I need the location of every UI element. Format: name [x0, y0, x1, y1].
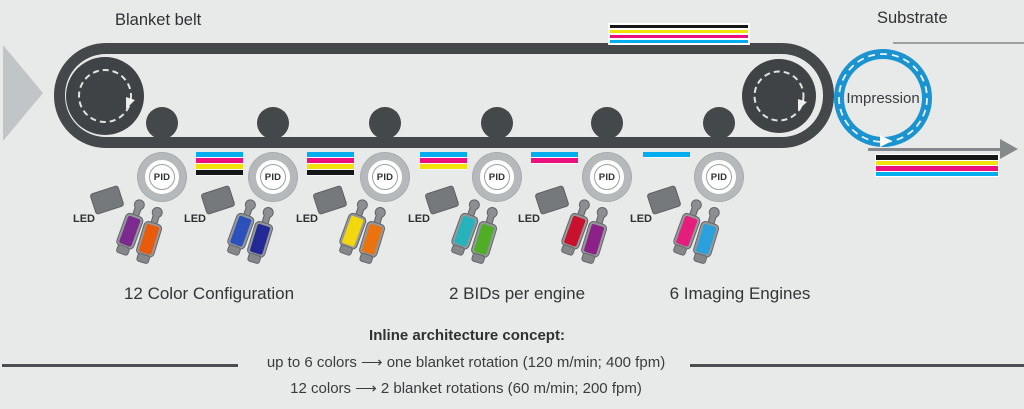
divider-rule-left — [2, 364, 238, 367]
pid-drum: PID — [249, 153, 297, 201]
belt-drum-right — [742, 59, 816, 133]
ink-progress-stripes — [307, 152, 354, 176]
led-unit-icon — [646, 184, 682, 216]
belt-roller — [703, 107, 735, 139]
magenta-ink-stripe — [610, 34, 748, 38]
belt-entry-arrow-icon — [3, 45, 43, 141]
pid-label: PID — [594, 164, 620, 190]
led-unit-icon — [89, 184, 125, 216]
magenta-ink-stripe — [531, 158, 578, 164]
pid-drum: PID — [695, 153, 743, 201]
caption-6-imaging-engines: 6 Imaging Engines — [669, 284, 811, 303]
impression-label: Impression — [846, 89, 920, 107]
rotation-clockwise-icon — [78, 69, 135, 123]
printed-substrate-color-stack — [875, 154, 999, 177]
magenta-ink-stripe — [196, 158, 243, 164]
pid-label: PID — [484, 164, 510, 190]
belt-drum-left — [66, 57, 144, 135]
cyan-ink-stripe — [196, 152, 243, 158]
ink-progress-stripes — [196, 152, 243, 176]
belt-roller — [481, 107, 513, 139]
ink-progress-stripes — [420, 152, 467, 170]
belt-roller — [146, 107, 178, 139]
speed-note-6-colors: up to 6 colors ⟶ one blanket rotation (1… — [266, 354, 666, 371]
pid-drum: PID — [473, 153, 521, 201]
led-unit-icon — [534, 184, 570, 216]
rotation-clockwise-icon — [753, 70, 807, 122]
rotation-counterclockwise-icon — [838, 53, 928, 147]
blanket-belt-label: Blanket belt — [115, 11, 202, 29]
yellow-ink-stripe — [876, 160, 998, 165]
magenta-ink-stripe — [876, 166, 998, 171]
speed-note-12-colors: 12 colors ⟶ 2 blanket rotations (60 m/mi… — [290, 380, 642, 397]
substrate-label: Substrate — [877, 9, 948, 27]
yellow-ink-stripe — [307, 164, 354, 170]
belt-roller — [591, 107, 623, 139]
cyan-ink-stripe — [876, 171, 998, 176]
led-label: LED — [296, 213, 318, 225]
led-unit-icon — [200, 184, 236, 216]
substrate-web-line — [893, 42, 1024, 44]
yellow-ink-stripe — [610, 29, 748, 33]
pid-label: PID — [372, 164, 398, 190]
impression-cylinder: Impression — [834, 49, 932, 147]
printed-substrate-arrow-head-icon — [1000, 139, 1018, 159]
inline-architecture-title: Inline architecture concept: — [369, 327, 565, 344]
led-label: LED — [184, 213, 206, 225]
pid-label: PID — [706, 164, 732, 190]
pid-label: PID — [149, 164, 175, 190]
cyan-ink-stripe — [610, 39, 748, 43]
led-label: LED — [630, 213, 652, 225]
cyan-ink-stripe — [531, 152, 578, 158]
cyan-ink-stripe — [420, 152, 467, 158]
yellow-ink-stripe — [196, 164, 243, 170]
black-ink-stripe — [307, 170, 354, 176]
led-unit-icon — [312, 184, 348, 216]
ink-progress-stripes — [643, 152, 690, 158]
caption-12-color-configuration: 12 Color Configuration — [123, 284, 295, 303]
belt-roller — [369, 107, 401, 139]
cyan-ink-stripe — [307, 152, 354, 158]
yellow-ink-stripe — [420, 164, 467, 170]
belt-roller — [257, 107, 289, 139]
belt-image-color-stack — [608, 23, 750, 45]
pid-drum: PID — [138, 153, 186, 201]
led-label: LED — [518, 213, 540, 225]
led-label: LED — [73, 213, 95, 225]
black-ink-stripe — [196, 170, 243, 176]
magenta-ink-stripe — [420, 158, 467, 164]
blanket-belt-loop — [54, 43, 834, 148]
pid-label: PID — [260, 164, 286, 190]
led-label: LED — [408, 213, 430, 225]
ink-progress-stripes — [531, 152, 578, 164]
divider-rule-right — [690, 364, 1024, 367]
pid-drum: PID — [361, 153, 409, 201]
cyan-ink-stripe — [643, 152, 690, 158]
pid-drum: PID — [583, 153, 631, 201]
black-ink-stripe — [610, 24, 748, 28]
black-ink-stripe — [876, 155, 998, 160]
printed-substrate-arrow-line — [868, 148, 1004, 151]
caption-2-bids-per-engine: 2 BIDs per engine — [448, 284, 586, 303]
led-unit-icon — [424, 184, 460, 216]
magenta-ink-stripe — [307, 158, 354, 164]
